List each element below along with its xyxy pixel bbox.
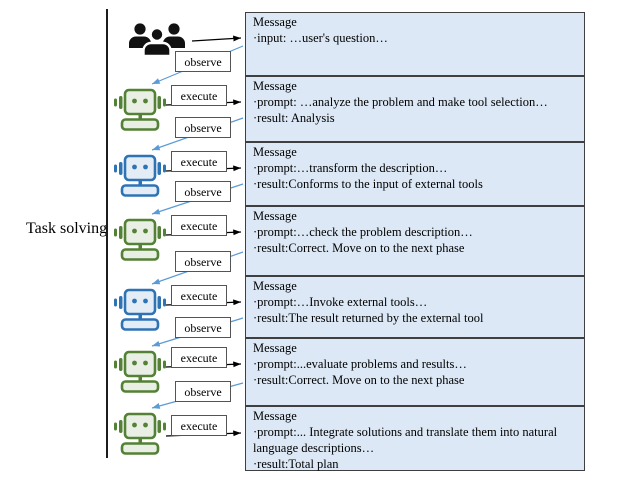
message-line: ·prompt:...evaluate problems and results… [253,357,467,371]
execute-label-2: execute [171,151,227,172]
message-title: Message [253,209,297,223]
robot-icon [112,86,168,132]
robot-icon [112,152,168,198]
message-line: ·prompt: …analyze the problem and make t… [253,95,548,109]
vertical-divider [106,9,108,458]
robot-icon [112,216,168,262]
message-box-3: Message ·prompt:…transform the descripti… [245,142,585,206]
observe-label-6: observe [175,381,231,402]
message-line: ·prompt:…check the problem description… [253,225,473,239]
message-line: ·prompt:…transform the description… [253,161,448,175]
message-line: ·result:Conforms to the input of externa… [253,177,483,191]
message-line: ·result:Correct. Move on to the next pha… [253,373,465,387]
execute-label-6: execute [171,415,227,436]
message-box-5: Message ·prompt:…Invoke external tools… … [245,276,585,338]
observe-label-3: observe [175,181,231,202]
robot-icon [112,286,168,332]
observe-label-2: observe [175,117,231,138]
message-title: Message [253,15,297,29]
execute-label-5: execute [171,347,227,368]
message-title: Message [253,79,297,93]
message-line: ·result:The result returned by the exter… [253,311,484,325]
message-line: ·result:Total plan [253,457,339,471]
message-box-2: Message ·prompt: …analyze the problem an… [245,76,585,142]
message-box-1: Message ·input: …user's question… [245,12,585,76]
message-line: ·input: …user's question… [253,31,388,45]
side-label: Task solving [26,220,108,237]
execute-arrow-users [191,35,242,42]
message-box-4: Message ·prompt:…check the problem descr… [245,206,585,276]
message-title: Message [253,279,297,293]
message-line: ·prompt:... Integrate solutions and tran… [253,425,558,455]
robot-icon [112,348,168,394]
message-line: ·result: Analysis [253,111,335,125]
observe-label-1: observe [175,51,231,72]
message-box-6: Message ·prompt:...evaluate problems and… [245,338,585,406]
observe-label-4: observe [175,251,231,272]
message-line: ·prompt:…Invoke external tools… [253,295,428,309]
robot-icon [112,410,168,456]
users-group-icon [127,22,187,60]
message-title: Message [253,409,297,423]
execute-label-1: execute [171,85,227,106]
message-title: Message [253,145,297,159]
observe-label-5: observe [175,317,231,338]
execute-label-4: execute [171,285,227,306]
message-title: Message [253,341,297,355]
message-line: ·result:Correct. Move on to the next pha… [253,241,465,255]
execute-label-3: execute [171,215,227,236]
message-box-7: Message ·prompt:... Integrate solutions … [245,406,585,471]
